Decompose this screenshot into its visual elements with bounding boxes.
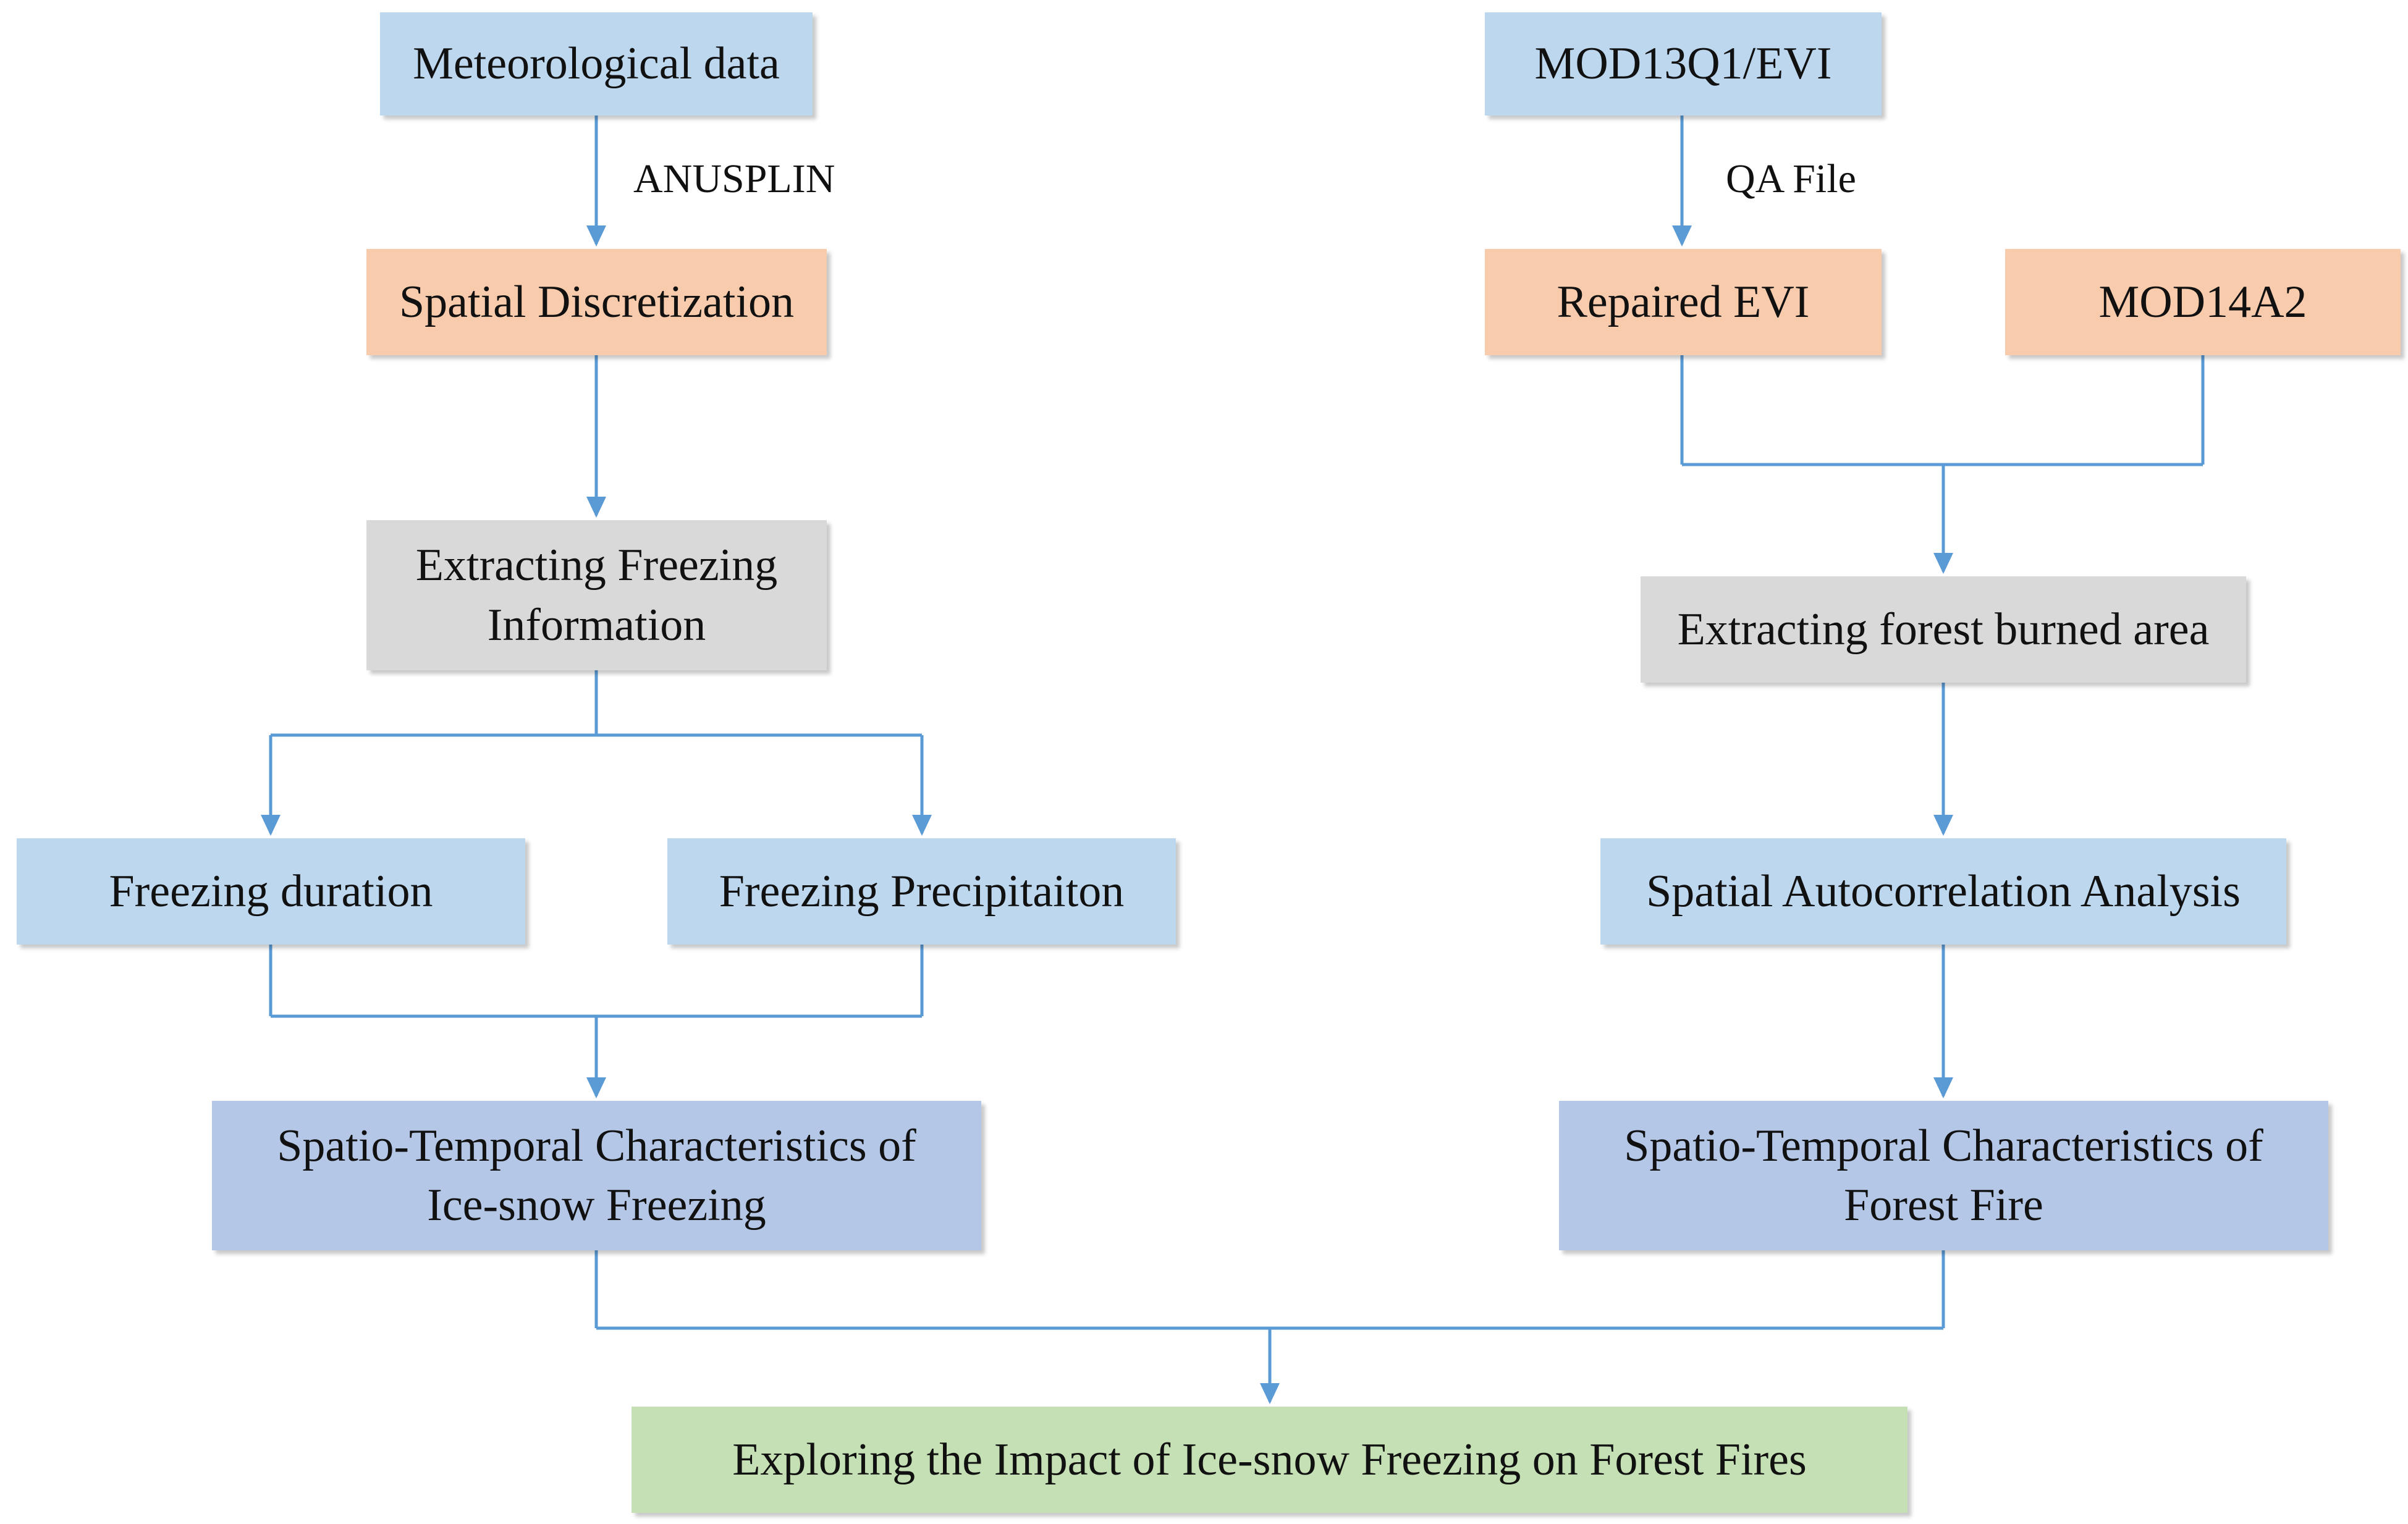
- spatial-autocorrelation-node: Spatial Autocorrelation Analysis: [1600, 838, 2286, 945]
- bottom-to-explore-arrowhead: [1260, 1383, 1280, 1404]
- node-label: MOD13Q1/EVI: [1534, 38, 1832, 90]
- spatio-temporal-ice-snow-node: Spatio-Temporal Characteristics of Ice-s…: [212, 1101, 981, 1250]
- meteorological-data-node: Meteorological data: [380, 12, 813, 116]
- anusplin-edge-label: ANUSPLIN: [633, 156, 835, 201]
- node-label: Spatial Autocorrelation Analysis: [1646, 865, 2241, 917]
- node-label-line1: Spatio-Temporal Characteristics of: [1624, 1120, 2263, 1171]
- exploring-impact-node: Exploring the Impact of Ice-snow Freezin…: [632, 1407, 1907, 1513]
- node-label: MOD14A2: [2098, 276, 2307, 327]
- node-label-line2: Forest Fire: [1844, 1180, 2043, 1231]
- qa-file-edge-label: QA File: [1726, 156, 1856, 201]
- spatial-to-extract-arrowhead: [586, 497, 606, 518]
- node-label-line1: Spatio-Temporal Characteristics of: [277, 1120, 916, 1171]
- mod14a2-node: MOD14A2: [2005, 249, 2401, 355]
- mod13-to-repaired-arrowhead: [1672, 225, 1692, 246]
- spatial-discretization-node: Spatial Discretization: [366, 249, 827, 355]
- node-label-line2: Information: [487, 599, 706, 650]
- node-label: Freezing Precipitaiton: [719, 865, 1125, 917]
- extracting-forest-burned-area-node: Extracting forest burned area: [1641, 576, 2246, 683]
- meteo-to-spatial-arrowhead: [586, 225, 606, 246]
- auto-to-fire-arrowhead: [1933, 1077, 1953, 1098]
- extracting-freezing-information-node: Extracting Freezing Information: [366, 520, 827, 670]
- split-to-precip-arrowhead: [912, 815, 932, 836]
- freezing-precipitation-node: Freezing Precipitaiton: [667, 838, 1176, 945]
- split-to-duration-arrowhead: [261, 815, 281, 836]
- node-label: Extracting forest burned area: [1677, 604, 2210, 655]
- mod13q1-evi-node: MOD13Q1/EVI: [1485, 12, 1882, 116]
- burned-to-auto-arrowhead: [1933, 815, 1953, 836]
- merge-to-burned-arrowhead: [1933, 553, 1953, 574]
- merge-to-ice-arrowhead: [586, 1077, 606, 1098]
- spatio-temporal-forest-fire-node: Spatio-Temporal Characteristics of Fores…: [1559, 1101, 2328, 1250]
- node-label-line2: Ice-snow Freezing: [427, 1180, 766, 1231]
- node-label-line1: Extracting Freezing: [415, 540, 778, 591]
- freezing-duration-node: Freezing duration: [17, 838, 525, 945]
- repaired-evi-node: Repaired EVI: [1485, 249, 1882, 355]
- node-label: Exploring the Impact of Ice-snow Freezin…: [732, 1434, 1807, 1485]
- node-label: Spatial Discretization: [399, 276, 795, 327]
- node-label: Freezing duration: [109, 865, 433, 917]
- node-label: Meteorological data: [413, 38, 780, 90]
- node-label: Repaired EVI: [1557, 276, 1810, 327]
